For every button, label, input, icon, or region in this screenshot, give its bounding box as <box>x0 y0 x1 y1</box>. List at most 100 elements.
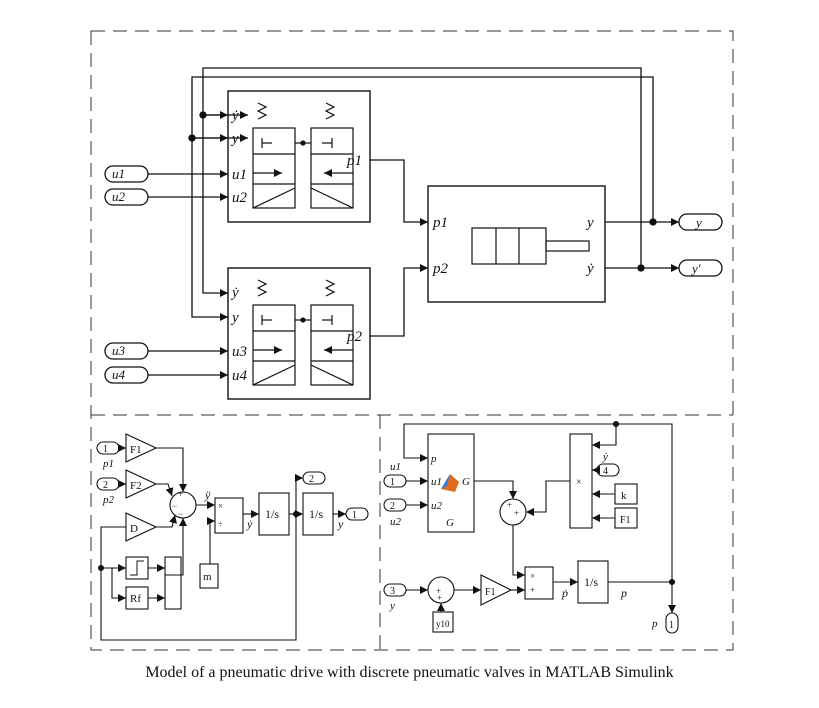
svg-text:+: + <box>436 586 441 596</box>
matlab-logo-icon <box>441 474 459 492</box>
svg-text:G: G <box>446 517 454 529</box>
svg-text:−: − <box>178 509 183 519</box>
svg-text:ÿ: ÿ <box>204 488 211 502</box>
top-section <box>104 67 723 400</box>
svg-text:y': y' <box>690 261 701 276</box>
svg-text:p1: p1 <box>102 458 114 470</box>
svg-text:u4: u4 <box>112 367 126 382</box>
product-block[interactable] <box>214 497 244 534</box>
svg-text:y: y <box>694 215 702 230</box>
valve-icon-2 <box>252 279 354 386</box>
svg-text:u1: u1 <box>390 461 401 473</box>
bottom-left-section <box>96 433 369 641</box>
cylinder-icon <box>471 227 590 265</box>
svg-text:ẏ: ẏ <box>230 285 239 301</box>
gain-F1[interactable] <box>125 433 158 463</box>
svg-text:F1: F1 <box>620 515 631 526</box>
svg-text:2: 2 <box>309 474 314 485</box>
svg-text:×: × <box>576 477 582 488</box>
svg-text:p2: p2 <box>346 329 363 345</box>
inport-1-p1[interactable] <box>96 441 120 455</box>
svg-text:ẏ: ẏ <box>246 517 253 531</box>
svg-text:G: G <box>462 476 470 488</box>
svg-text:+: + <box>507 500 512 510</box>
svg-text:4: 4 <box>603 466 608 477</box>
product-block-p[interactable] <box>524 566 554 600</box>
matlab-function-block[interactable] <box>427 433 475 533</box>
bottom-right-labels: 1 2 3 4 u1 u2 y ẏ p u1 u2 G G k F1 y10 F… <box>389 451 674 631</box>
valve-1-block[interactable] <box>227 90 371 223</box>
svg-text:1/s: 1/s <box>265 507 279 521</box>
inport-2-u2[interactable] <box>383 498 407 512</box>
outer-frame <box>90 30 734 651</box>
top-labels: ẏ y u1 u2 p1 ẏ y u3 u4 p2 p1 p2 y ẏ u1 u… <box>112 108 702 384</box>
svg-text:p2: p2 <box>432 261 449 277</box>
svg-text:u3: u3 <box>112 343 126 358</box>
svg-text:D: D <box>130 523 138 535</box>
feedback-y-wire <box>191 76 654 222</box>
constant-y10[interactable] <box>432 611 454 633</box>
bottom-right-section <box>383 420 679 634</box>
svg-text:u1: u1 <box>431 476 442 488</box>
sum-block-right[interactable] <box>499 498 527 526</box>
inport-4-ydot[interactable] <box>596 463 620 477</box>
svg-text:ẏ: ẏ <box>602 451 608 463</box>
svg-text:1: 1 <box>103 444 108 455</box>
svg-text:y: y <box>337 517 344 531</box>
feedback-ydot-valve2 <box>202 115 228 297</box>
svg-text:+: + <box>514 508 519 518</box>
friction-product-block[interactable] <box>164 556 182 610</box>
inport-u2[interactable] <box>104 188 149 206</box>
outport-y[interactable] <box>678 213 723 231</box>
svg-text:k: k <box>621 490 627 502</box>
svg-text:u1: u1 <box>112 166 125 181</box>
svg-text:u1: u1 <box>232 167 247 183</box>
svg-text:y: y <box>230 131 239 147</box>
svg-text:1: 1 <box>352 510 357 521</box>
outport-1-p[interactable] <box>665 612 679 634</box>
svg-text:p: p <box>430 453 437 465</box>
figure-caption: Model of a pneumatic drive with discrete… <box>145 664 674 681</box>
svg-text:p1: p1 <box>346 153 362 169</box>
svg-text:1/s: 1/s <box>584 575 598 589</box>
svg-text:×: × <box>218 501 223 511</box>
svg-text:y: y <box>389 600 395 612</box>
feedback-y-valve2 <box>191 138 228 321</box>
valve-2-block[interactable] <box>227 267 371 400</box>
svg-text:F1: F1 <box>485 587 496 598</box>
svg-text:p1: p1 <box>432 215 448 231</box>
svg-text:u3: u3 <box>232 344 247 360</box>
mass-block[interactable] <box>199 563 219 589</box>
inport-1-u1[interactable] <box>383 474 407 488</box>
svg-text:u2: u2 <box>112 189 126 204</box>
svg-text:×: × <box>530 571 535 581</box>
outport-2-ydot[interactable] <box>302 471 326 485</box>
svg-text:+: + <box>530 585 535 595</box>
inport-3-y[interactable] <box>383 583 407 597</box>
svg-text:F2: F2 <box>130 480 142 492</box>
inport-u4[interactable] <box>104 366 149 384</box>
svg-text:3: 3 <box>390 586 395 597</box>
svg-text:÷: ÷ <box>218 519 223 529</box>
outport-ydot[interactable] <box>678 259 723 277</box>
svg-text:p: p <box>651 618 658 630</box>
svg-text:u4: u4 <box>232 368 248 384</box>
svg-text:ẏ: ẏ <box>230 108 239 124</box>
outport-1-y[interactable] <box>345 507 369 521</box>
valve-icon <box>252 102 354 386</box>
svg-text:m: m <box>203 571 212 583</box>
svg-text:u2: u2 <box>431 500 443 512</box>
inport-2-p2[interactable] <box>96 477 120 491</box>
svg-text:ẏ: ẏ <box>585 261 594 277</box>
gain-F2[interactable] <box>125 469 158 499</box>
cylinder-block[interactable] <box>427 185 606 303</box>
svg-text:p: p <box>620 586 627 600</box>
svg-text:2: 2 <box>390 501 395 512</box>
feedback-ydot-wire <box>202 67 642 268</box>
inport-u1[interactable] <box>104 165 149 183</box>
svg-text:y: y <box>585 215 594 231</box>
inport-u3[interactable] <box>104 342 149 360</box>
svg-text:u2: u2 <box>390 516 402 528</box>
svg-text:2: 2 <box>103 480 108 491</box>
